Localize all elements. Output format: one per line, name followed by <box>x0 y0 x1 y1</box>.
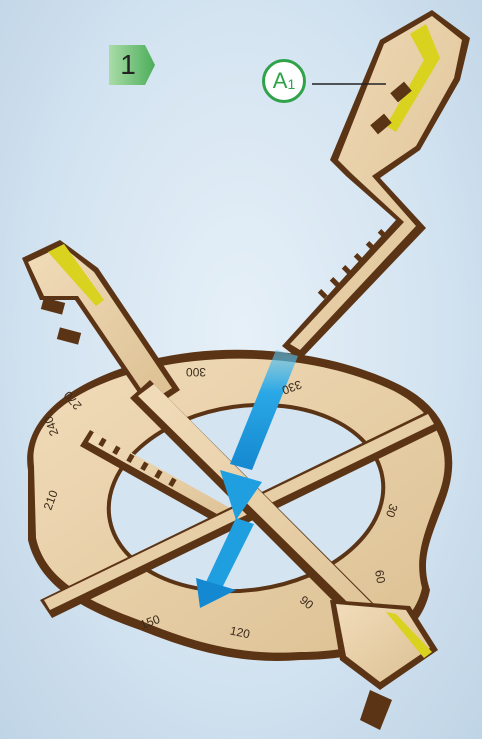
right-bracket-part <box>330 600 438 730</box>
step-number: 1 <box>109 45 147 85</box>
dial-label: 300 <box>186 365 206 379</box>
part-callout: A1 <box>262 59 312 105</box>
callout-letter: A <box>273 68 288 93</box>
step-badge-icon: 1 <box>109 45 155 85</box>
dial-label: 60 <box>372 569 388 585</box>
callout-index: 1 <box>287 76 295 92</box>
callout-label: A1 <box>262 59 306 103</box>
